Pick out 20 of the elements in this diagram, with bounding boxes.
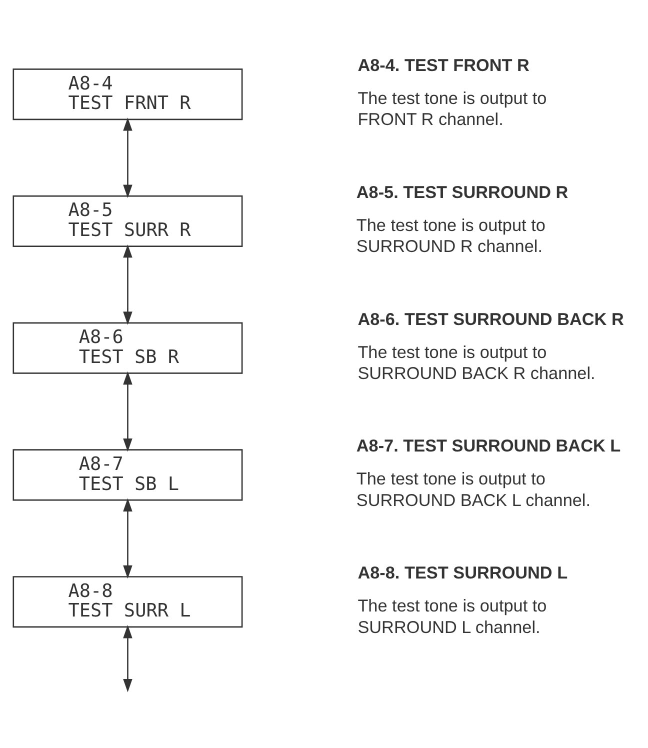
node-box: A8-6 TEST SB R (12, 322, 243, 374)
arrow (123, 624, 132, 692)
node-box: A8-7 TEST SB L (12, 448, 243, 500)
node-label: The test tone is output to SURROUND R channel. (356, 214, 546, 256)
node-label: A8-5. TEST SURROUND R (356, 181, 568, 202)
node-label: The test tone is output to SURROUND L channel. (358, 595, 547, 636)
node-label: A8-7. TEST SURROUND BACK L (356, 435, 621, 456)
node-box: A8-5 TEST SURR R (12, 194, 243, 246)
arrow (123, 370, 132, 452)
node-box: A8-8 TEST SURR L (12, 576, 243, 628)
node-label: The test tone is output to SURROUND BACK R channel. (358, 341, 596, 382)
arrow (123, 498, 132, 578)
node-label: The test tone is output to SURROUND BACK L channel. (356, 468, 591, 510)
node-box: A8-4 TEST FRNT R (12, 68, 243, 120)
node-label: A8-6. TEST SURROUND BACK R (358, 308, 624, 328)
node-label: A8-8. TEST SURROUND L (358, 562, 568, 582)
node-label: A8-4. TEST FRONT R (358, 54, 530, 75)
node-label: The test tone is output to FRONT R channel. (358, 88, 547, 129)
arrow (123, 244, 132, 324)
arrow (123, 117, 132, 198)
